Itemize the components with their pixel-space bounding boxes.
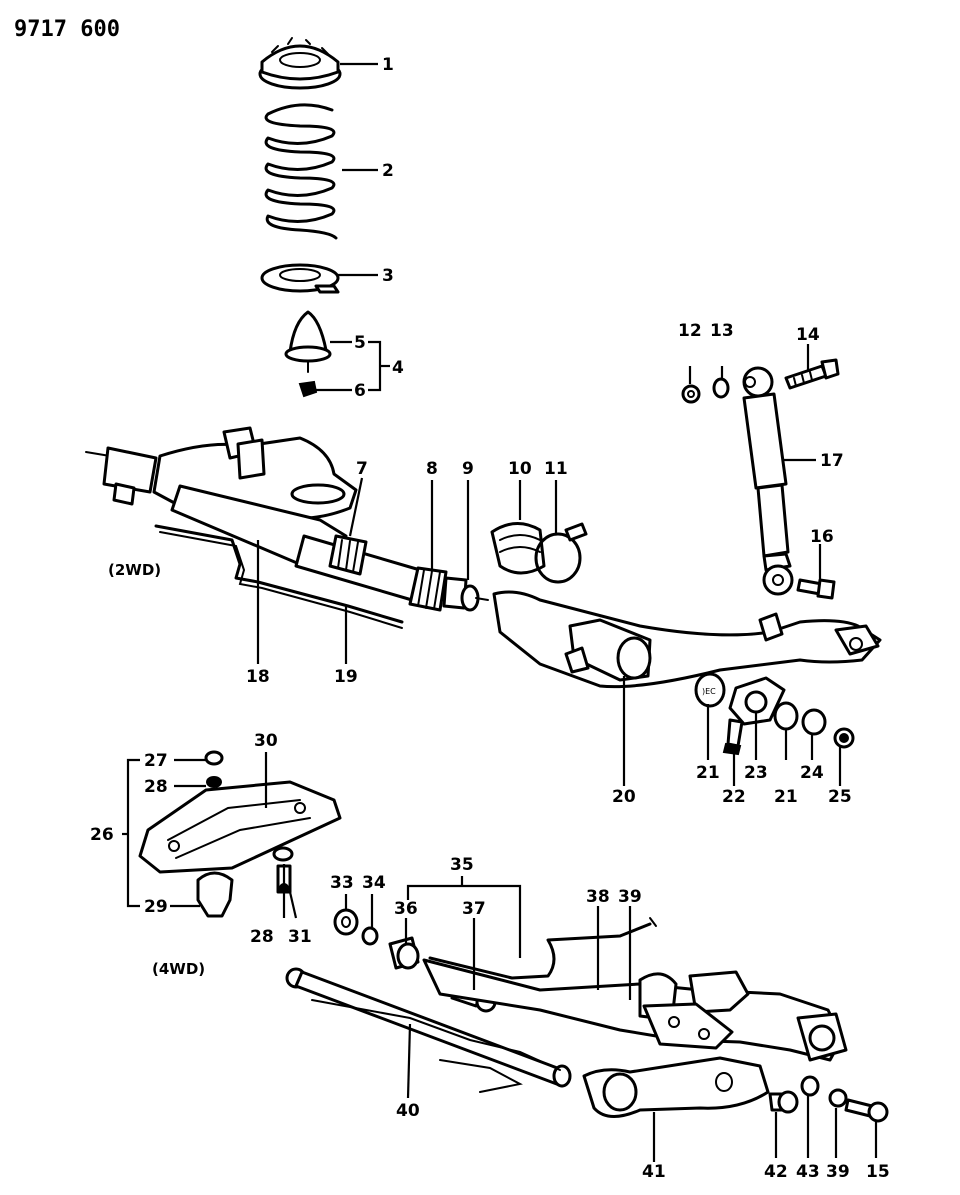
callout-36: 36 <box>394 899 418 919</box>
callout-27: 27 <box>144 751 168 771</box>
callout-41: 41 <box>642 1162 666 1182</box>
callout-19: 19 <box>334 667 358 687</box>
axle-housing <box>85 426 422 602</box>
callout-11: 11 <box>544 459 568 479</box>
callout-14: 14 <box>796 325 820 345</box>
leader-lines <box>122 62 878 1162</box>
bolt-14 <box>784 358 840 390</box>
bump-stopper <box>284 310 332 373</box>
callout-43: 43 <box>796 1162 820 1182</box>
trailing-arm <box>492 590 882 689</box>
nut-25 <box>833 727 855 749</box>
figure-number: 9717 600 <box>14 17 120 42</box>
washer-43 <box>800 1075 820 1097</box>
bushing-36 <box>388 936 420 970</box>
bolt-22 <box>722 718 744 756</box>
callout-23: 23 <box>744 763 768 783</box>
callout-13: 13 <box>710 321 734 341</box>
callout-42: 42 <box>764 1162 788 1182</box>
washer-34 <box>361 926 379 946</box>
callout-28-a: 28 <box>144 777 168 797</box>
bushing-21-left: )EC <box>694 672 726 708</box>
callout-37: 37 <box>462 899 486 919</box>
callout-39-b: 39 <box>826 1162 850 1182</box>
lower-arm-assembly <box>422 958 848 1062</box>
callout-1: 1 <box>382 55 394 75</box>
callout-38: 38 <box>586 887 610 907</box>
seal-9 <box>442 576 489 612</box>
callout-33: 33 <box>330 873 354 893</box>
crossmember-shadow <box>311 999 561 1093</box>
mount-rubber <box>196 871 234 918</box>
callout-29: 29 <box>144 897 168 917</box>
callout-17: 17 <box>820 451 844 471</box>
callout-3: 3 <box>382 266 394 286</box>
washer-28-upper <box>206 776 222 788</box>
callout-4: 4 <box>392 358 404 378</box>
callout-40: 40 <box>396 1101 420 1121</box>
stabilizer-bar <box>154 524 404 629</box>
callout-7: 7 <box>356 459 368 479</box>
shock-absorber <box>742 366 794 596</box>
coil-spring <box>264 103 338 240</box>
callout-21-a: 21 <box>696 763 720 783</box>
member-bracket <box>138 780 342 874</box>
callout-30: 30 <box>254 731 278 751</box>
callout-28-b: 28 <box>250 927 274 947</box>
callout-2: 2 <box>382 161 394 181</box>
svg-text:)EC: )EC <box>702 687 716 696</box>
callout-34: 34 <box>362 873 386 893</box>
bushing-7 <box>328 534 368 576</box>
callout-26: 26 <box>90 825 114 845</box>
washer-27 <box>204 750 224 766</box>
nut-12 <box>681 384 701 404</box>
callouts: 1 2 3 4 5 6 7 8 9 10 11 12 13 14 15 16 1… <box>90 55 890 1182</box>
label-2wd: (2WD) <box>108 561 161 579</box>
callout-20: 20 <box>612 787 636 807</box>
nut-39-lower <box>828 1088 848 1108</box>
lateral-rod <box>285 967 572 1088</box>
rear-arm-41 <box>582 1056 770 1118</box>
boot-10 <box>490 522 546 575</box>
label-4wd: (4WD) <box>152 960 205 978</box>
clamp-11 <box>534 522 588 584</box>
callout-10: 10 <box>508 459 532 479</box>
callout-39-a: 39 <box>618 887 642 907</box>
callout-15: 15 <box>866 1162 890 1182</box>
bushing-21-right <box>773 701 799 731</box>
bolt-16 <box>796 578 836 600</box>
bushing-33 <box>333 908 359 936</box>
bolt-42 <box>768 1090 799 1114</box>
bolt-15 <box>844 1098 889 1123</box>
spring-seat-lower <box>260 263 340 294</box>
callout-8: 8 <box>426 459 438 479</box>
callout-31: 31 <box>288 927 312 947</box>
callout-22: 22 <box>722 787 746 807</box>
callout-16: 16 <box>810 527 834 547</box>
callout-12: 12 <box>678 321 702 341</box>
stabilizer-bar-4wd <box>428 917 657 980</box>
callout-18: 18 <box>246 667 270 687</box>
washer-28-lower <box>272 846 294 862</box>
washer-13 <box>712 377 730 399</box>
callout-9: 9 <box>462 459 474 479</box>
spring-seat-upper <box>258 37 342 90</box>
callout-5: 5 <box>354 333 366 353</box>
bushing-8 <box>408 566 448 612</box>
bump-stopper-nut <box>298 380 318 398</box>
callout-21-b: 21 <box>774 787 798 807</box>
callout-24: 24 <box>800 763 824 783</box>
washer-24 <box>801 708 827 736</box>
callout-35: 35 <box>450 855 474 875</box>
bracket-23 <box>728 676 786 726</box>
callout-25: 25 <box>828 787 852 807</box>
callout-6: 6 <box>354 381 366 401</box>
